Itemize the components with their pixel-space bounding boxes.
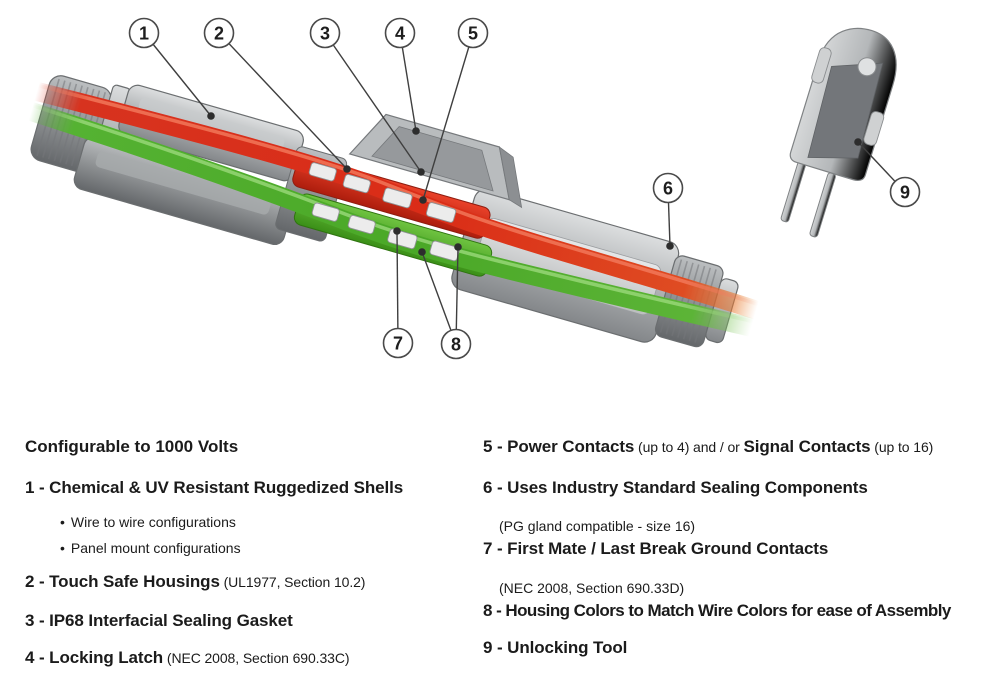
legend-item-5: 5 - Power Contacts (up to 4) and / or Si… (483, 435, 995, 459)
callout-8-target-dot (418, 248, 426, 256)
callout-7-leader-line (396, 230, 399, 344)
legend-item-5-label: Signal Contacts (743, 437, 871, 456)
callout-8-circle (440, 328, 472, 360)
legend-item-2-note: (UL1977, Section 10.2) (219, 574, 366, 590)
callout-6-number: 6 (663, 179, 673, 199)
callout-8-leader-line (455, 246, 459, 345)
bullet-icon: • (60, 540, 65, 556)
callout-8-number: 8 (451, 335, 461, 355)
legend-item-4-label: 4 - Locking Latch (25, 648, 164, 667)
bullet-icon: • (60, 514, 65, 530)
callout-9-number: 9 (900, 183, 910, 203)
legend-column-left: Configurable to 1000 Volts 1 - Chemical … (25, 435, 475, 670)
callout-6-circle (652, 172, 684, 204)
legend-item-7: 7 - First Mate / Last Break Ground Conta… (483, 537, 995, 561)
legend-item-6-subnote: (PG gland compatible - size 16) (499, 518, 696, 534)
callout-2-target-dot (343, 165, 351, 173)
legend-bullets: •Wire to wire configurations •Panel mount… (25, 509, 475, 561)
legend-item-7-subnote: (NEC 2008, Section 690.33D) (499, 580, 685, 596)
callout-1-circle (128, 17, 160, 49)
legend-item-3-label: 3 - IP68 Interfacial Sealing Gasket (25, 611, 293, 630)
callout-3-leader-line (324, 32, 422, 173)
legend-item-4: 4 - Locking Latch (NEC 2008, Section 690… (25, 646, 475, 670)
legend-column-right: 5 - Power Contacts (up to 4) and / or Si… (483, 435, 995, 660)
callout-7-circle (382, 327, 414, 359)
legend-item-9-label: 9 - Unlocking Tool (483, 638, 628, 657)
legend-item-1: 1 - Chemical & UV Resistant Ruggedized S… (25, 476, 475, 500)
callout-5-target-dot (419, 196, 427, 204)
legend-item-2-label: 2 - Touch Safe Housings (25, 572, 220, 591)
callouts: 1 2 3 4 5 6 7 8 9 (128, 17, 921, 360)
legend-item-9: 9 - Unlocking Tool (483, 636, 995, 660)
callout-5-leader-line (422, 32, 474, 201)
callout-3-number: 3 (320, 24, 330, 44)
legend-item-5-label: 5 - Power Contacts (483, 437, 635, 456)
callout-9-circle (889, 176, 921, 208)
tool-hole (857, 57, 877, 77)
connector-diagram: 1 2 3 4 5 6 7 8 9 (23, 17, 921, 360)
callout-6-target-dot (666, 242, 674, 250)
legend-item-4-note: (NEC 2008, Section 690.33C) (163, 650, 350, 666)
callout-4-target-dot (412, 127, 420, 135)
callout-1-leader-line (143, 32, 212, 117)
callout-3-target-dot (417, 168, 425, 176)
legend-item-2: 2 - Touch Safe Housings (UL1977, Section… (25, 570, 475, 594)
callout-2-leader-line (218, 32, 348, 170)
legend-item-5-note: (up to 4) and / or (634, 439, 744, 455)
legend-item-8: 8 - Housing Colors to Match Wire Colors … (483, 599, 995, 623)
callout-8-leader-line (421, 251, 457, 345)
callout-4-number: 4 (395, 24, 405, 44)
legend-item-1-label: 1 - Chemical & UV Resistant Ruggedized S… (25, 478, 404, 497)
callout-5-number: 5 (468, 24, 478, 44)
callout-3-circle (309, 17, 341, 49)
callout-2-circle (203, 17, 235, 49)
legend-item-8-label: 8 - Housing Colors to Match Wire Colors … (483, 601, 951, 620)
callout-7-target-dot (393, 227, 401, 235)
callout-9-target-dot (854, 138, 862, 146)
legend-item-5-note: (up to 16) (870, 439, 934, 455)
legend-heading: Configurable to 1000 Volts (25, 437, 239, 456)
locking-latch (348, 113, 523, 209)
callout-7-number: 7 (393, 334, 403, 354)
callout-8-target-dot (454, 243, 462, 251)
callout-2-number: 2 (214, 24, 224, 44)
legend-bullet-item: •Panel mount configurations (60, 540, 241, 556)
legend-item-6: 6 - Uses Industry Standard Sealing Compo… (483, 476, 995, 500)
callout-1-number: 1 (139, 24, 149, 44)
callout-1-target-dot (207, 112, 215, 120)
unlocking-tool (780, 27, 897, 238)
callout-5-circle (457, 17, 489, 49)
legend: Configurable to 1000 Volts 1 - Chemical … (0, 430, 1000, 688)
legend-item-7-label: 7 - First Mate / Last Break Ground Conta… (483, 539, 829, 558)
connector-illustration (23, 75, 764, 348)
legend-item-3: 3 - IP68 Interfacial Sealing Gasket (25, 609, 475, 633)
legend-bullet-item: •Wire to wire configurations (60, 514, 236, 530)
callout-4-circle (384, 17, 416, 49)
legend-item-6-label: 6 - Uses Industry Standard Sealing Compo… (483, 478, 868, 497)
callout-4-leader-line (399, 32, 417, 132)
